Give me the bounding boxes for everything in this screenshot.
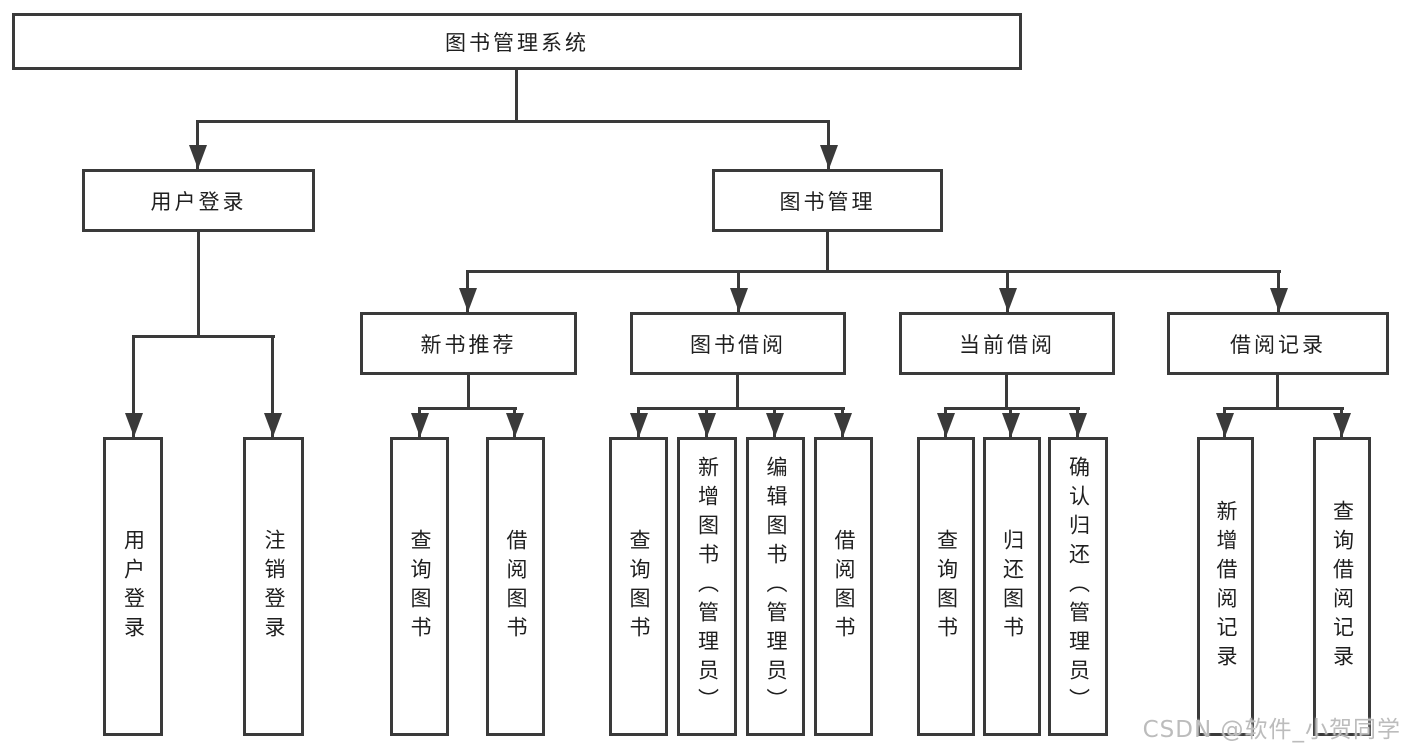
arrow-to-add-borrow-record xyxy=(1215,407,1234,437)
connector-book-borrow-stem xyxy=(736,375,739,409)
node-add-book: 新增图书（管理员） xyxy=(677,437,737,736)
node-query-book-rec: 查询图书 xyxy=(390,437,449,736)
node-edit-book: 编辑图书（管理员） xyxy=(746,437,805,736)
connector-new-book-rec-rail xyxy=(419,407,517,410)
node-borrow-book-rec: 借阅图书 xyxy=(486,437,545,736)
node-book-borrow: 图书借阅 xyxy=(630,312,846,375)
node-book-mgmt-group: 图书管理 xyxy=(712,169,943,232)
connector-current-borrow-rail xyxy=(945,407,1080,410)
arrow-to-book-borrow xyxy=(729,270,748,312)
connector-book-mgmt-rail xyxy=(467,270,1281,273)
arrow-to-edit-book xyxy=(765,407,784,437)
arrow-to-current-borrow xyxy=(998,270,1017,312)
node-query-book-current: 查询图书 xyxy=(917,437,975,736)
connector-root-rail xyxy=(197,120,830,123)
node-logout-leaf: 注销登录 xyxy=(243,437,304,736)
node-user-login-group: 用户登录 xyxy=(82,169,315,232)
node-query-book-borrow: 查询图书 xyxy=(609,437,668,736)
node-borrow-records: 借阅记录 xyxy=(1167,312,1389,375)
arrow-to-query-book-current xyxy=(936,407,955,437)
arrow-to-query-book-rec xyxy=(410,407,429,437)
node-confirm-return: 确认归还（管理员） xyxy=(1048,437,1108,736)
arrow-to-return-book xyxy=(1001,407,1020,437)
node-new-book-rec: 新书推荐 xyxy=(360,312,577,375)
node-root: 图书管理系统 xyxy=(12,13,1022,70)
connector-borrow-records-rail xyxy=(1224,407,1344,410)
csdn-watermark: CSDN @软件_小贺同学 xyxy=(1142,717,1401,743)
node-user-login-leaf: 用户登录 xyxy=(103,437,163,736)
node-add-borrow-record: 新增借阅记录 xyxy=(1197,437,1254,736)
node-borrow-book-borrow: 借阅图书 xyxy=(814,437,873,736)
arrow-to-query-book-borrow xyxy=(629,407,648,437)
connector-root-stem xyxy=(515,70,518,122)
arrow-to-add-book xyxy=(697,407,716,437)
arrow-to-new-book-rec xyxy=(458,270,477,312)
node-return-book: 归还图书 xyxy=(983,437,1041,736)
connector-book-mgmt-stem xyxy=(826,232,829,272)
arrow-to-borrow-book-rec xyxy=(505,407,524,437)
arrow-to-user-login xyxy=(188,120,207,169)
connector-user-login-rail xyxy=(133,335,275,338)
connector-new-book-rec-stem xyxy=(467,375,470,409)
arrow-to-user-login-leaf xyxy=(124,335,143,437)
arrow-to-book-mgmt xyxy=(819,120,838,169)
arrow-to-logout-leaf xyxy=(263,335,282,437)
connector-book-borrow-rail xyxy=(638,407,845,410)
node-current-borrow: 当前借阅 xyxy=(899,312,1115,375)
connector-current-borrow-stem xyxy=(1005,375,1008,409)
connector-user-login-stem xyxy=(197,232,200,337)
arrow-to-query-borrow-record xyxy=(1332,407,1351,437)
arrow-to-borrow-book-borrow xyxy=(833,407,852,437)
connector-borrow-records-stem xyxy=(1276,375,1279,409)
arrow-to-confirm-return xyxy=(1068,407,1087,437)
arrow-to-borrow-records xyxy=(1269,270,1288,312)
node-query-borrow-record: 查询借阅记录 xyxy=(1313,437,1371,736)
